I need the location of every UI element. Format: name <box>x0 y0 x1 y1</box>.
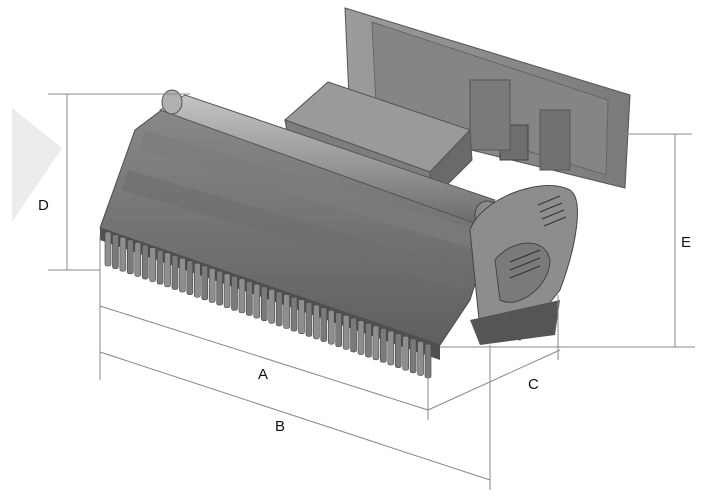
rotor-tooth <box>119 236 127 272</box>
rotor-tooth <box>327 309 335 345</box>
rotor-tooth <box>112 234 119 269</box>
rotor-tooth <box>208 268 216 303</box>
rotor-tooth <box>298 299 305 335</box>
rotor-tooth <box>186 260 194 295</box>
rotor-tooth <box>231 275 238 311</box>
rotor-tooth <box>201 265 209 301</box>
rotor-tooth <box>194 262 201 298</box>
drive-housing <box>469 185 578 345</box>
rotor-tooth <box>357 320 365 355</box>
rotor-tooth <box>171 255 179 290</box>
rotor-tooth <box>365 322 372 358</box>
rotor-tooth <box>246 281 253 316</box>
rotor-tooth <box>417 341 424 376</box>
rotor-tooth <box>394 333 402 368</box>
rotor-tooth <box>216 270 223 306</box>
rotor-tooth <box>260 286 268 321</box>
rotor-tooth <box>372 325 380 361</box>
rotor-tooth <box>342 315 350 350</box>
rotor-tooth <box>179 257 186 293</box>
rotor-tooth <box>141 244 149 280</box>
dimension-label-e: E <box>681 234 692 251</box>
dimension-label-a: A <box>258 366 269 383</box>
rotor-tooth <box>305 302 313 337</box>
rotor-tooth <box>127 239 134 275</box>
rotor-tooth <box>335 312 342 348</box>
rotor-tooth <box>104 231 112 267</box>
rotor-tooth <box>380 328 387 363</box>
rotor-teeth <box>104 231 432 379</box>
rotor-tooth <box>402 335 409 371</box>
rotor-tooth <box>424 343 432 379</box>
rotor-tooth <box>387 330 395 366</box>
dimension-label-b: B <box>275 418 286 435</box>
rotor-tooth <box>313 304 320 340</box>
dimension-label-c: C <box>528 376 539 393</box>
rotor-tooth <box>320 307 328 342</box>
rotor-tooth <box>134 242 142 277</box>
rotor-tooth <box>164 252 171 288</box>
rotor-tooth <box>283 294 290 329</box>
rotor-tooth <box>253 283 261 319</box>
background-shape <box>12 108 62 222</box>
rotor-tooth <box>409 338 417 374</box>
rotor-tooth <box>350 317 357 353</box>
mounting-plate <box>344 7 631 189</box>
rotor-tooth <box>238 278 246 314</box>
rotor-tooth <box>268 289 276 324</box>
rotor-tooth <box>156 249 164 285</box>
rotor-tooth <box>290 296 298 332</box>
rotor-tooth <box>149 247 156 282</box>
dimension-label-d: D <box>38 197 49 214</box>
rotor-tooth <box>275 291 283 327</box>
dimension-lines <box>48 93 695 490</box>
rotor-tooth <box>223 273 231 308</box>
